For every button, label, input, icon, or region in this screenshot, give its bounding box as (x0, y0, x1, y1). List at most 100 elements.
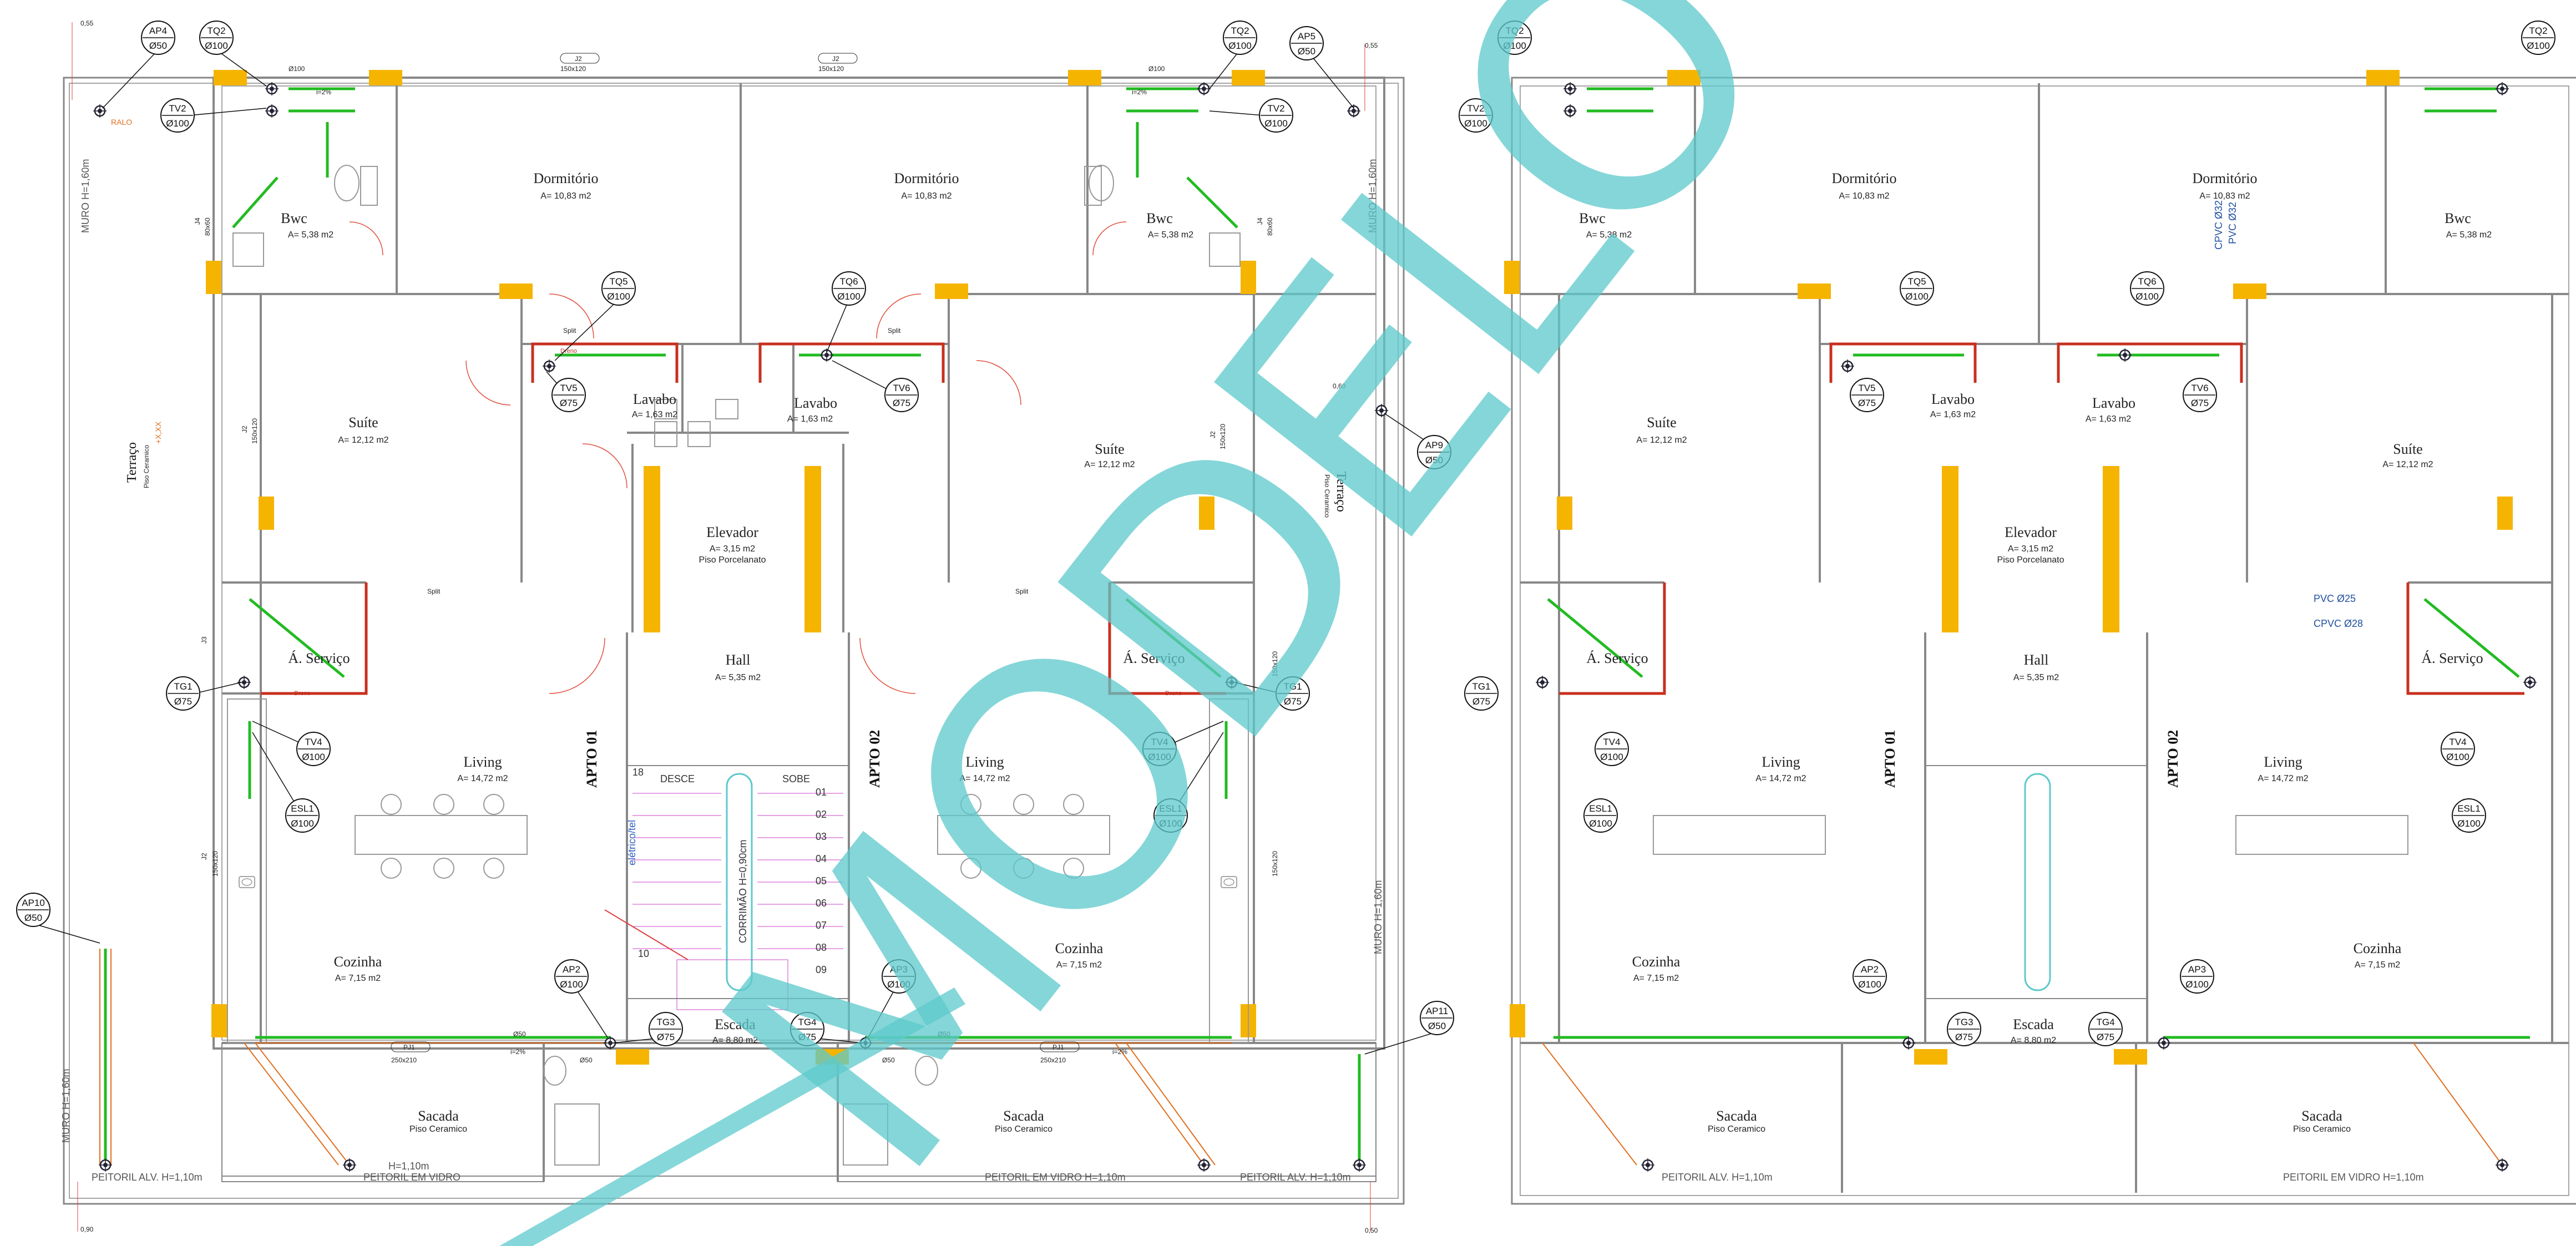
room-name: Á. Serviço (1123, 650, 1185, 666)
pipe-tag-diameter: Ø50 (149, 40, 167, 51)
pipe-tag-label: TV4 (305, 737, 322, 747)
room-area: A= 7,15 m2 (2355, 960, 2400, 970)
room-name: Living (965, 754, 1004, 770)
window-size: 150x120 (1271, 651, 1279, 677)
room-name: Suíte (348, 414, 378, 430)
pipe-tag-diameter: Ø100 (1858, 979, 1881, 990)
room-name: Living (463, 754, 502, 770)
pipe-tag-label: TV4 (1151, 737, 1168, 747)
pipe-tag-label: TV6 (893, 383, 910, 393)
structural-columns (206, 70, 1265, 1065)
pipe-tag-label: TQ2 (1231, 26, 1249, 36)
dim-050: 0,50 (1365, 1227, 1378, 1234)
room-name: Sacada (1003, 1108, 1044, 1124)
room-name: Dormitório (1832, 170, 1897, 186)
pipe-tag-diameter: Ø100 (2457, 818, 2481, 829)
pipe-tag-label: TG1 (174, 681, 192, 692)
room-floor: Piso Ceramico (1708, 1125, 1765, 1134)
door-size: 250x210 (391, 1056, 417, 1064)
stair-desce: DESCE (660, 773, 695, 784)
pipe-tag-label: TV4 (1603, 737, 1620, 747)
room-area: A= 5,35 m2 (715, 673, 761, 682)
room-name: Lavabo (633, 391, 676, 407)
room-floor: Piso Porcelanato (1997, 555, 2064, 565)
room-area: A= 3,15 m2 (2008, 544, 2053, 554)
pipe-d100: Ø100 (289, 65, 305, 73)
room-name: Dormitório (894, 170, 959, 186)
peitoril-vidro: PEITORIL EM VIDRO H=1,10m (985, 1172, 1126, 1183)
room-name: Lavabo (1931, 391, 1975, 407)
room-area: A= 1,63 m2 (632, 410, 677, 419)
dreno-label: Dreno (294, 690, 311, 697)
pipe-tag-label: TV2 (1267, 103, 1284, 114)
window-j2: J2 (1209, 431, 1217, 438)
room-name: Escada (715, 1016, 756, 1032)
terraco-level: +X,XX (154, 421, 163, 444)
peitoril-alv: PEITORIL ALV. H=1,10m (1662, 1172, 1773, 1183)
pipe-tag-diameter: Ø100 (607, 291, 630, 302)
dim-090: 0,90 (80, 1225, 94, 1233)
pipe-d50: Ø50 (938, 1030, 950, 1038)
room-area: A= 3,15 m2 (710, 544, 755, 554)
pipe-d50: Ø50 (882, 1056, 895, 1064)
pipe-tag-diameter: Ø100 (1600, 752, 1623, 762)
room-name: Á. Serviço (288, 650, 350, 666)
room-name: Lavabo (2092, 395, 2135, 411)
dim-055: 0,55 (80, 19, 94, 27)
pipe-tag-label: TQ5 (1907, 276, 1926, 287)
dim-055: 0,55 (1365, 42, 1378, 49)
stair-sobe: SOBE (782, 773, 810, 784)
dreno-label: Dreno (560, 348, 577, 354)
pipe-tag-label: TG3 (1955, 1017, 1973, 1027)
room-name: Hall (2024, 652, 2049, 668)
pipe-tag-diameter: Ø100 (1464, 118, 1487, 129)
terraco-left: Terraço Piso Ceramico +X,XX (125, 421, 163, 488)
room-area: A= 8,80 m2 (2011, 1036, 2056, 1045)
room-floor: Piso Porcelanato (699, 555, 766, 565)
pvc-label: PVC Ø25 (2314, 593, 2356, 604)
stair-18: 18 (632, 767, 644, 778)
dim-060: 0,60 (1333, 382, 1346, 390)
pipe-tag-diameter: Ø100 (1148, 752, 1171, 762)
pipe-tag-diameter: Ø75 (174, 696, 192, 707)
pipe-tag-label: AP3 (2188, 964, 2206, 975)
room-floor: Piso Ceramico (2293, 1125, 2351, 1134)
peitoril-alv: PEITORIL ALV. H=1,10m (1240, 1172, 1351, 1183)
peitoril-vidro: PEITORIL EM VIDRO (363, 1172, 460, 1183)
pipe-tag-label: AP3 (890, 964, 908, 975)
room-name: Bwc (1579, 210, 1606, 226)
room-floor: Piso Ceramico (409, 1125, 467, 1134)
window-size: 150x120 (1271, 851, 1279, 877)
room-area: A= 14,72 m2 (457, 774, 508, 783)
pipe-tag-diameter: Ø75 (2097, 1032, 2114, 1042)
room-area: A= 5,38 m2 (1148, 230, 1193, 240)
room-name: Sacada (418, 1108, 459, 1124)
window-size: 150x120 (211, 851, 219, 877)
stair-07: 07 (816, 920, 827, 931)
window-j2: J2 (200, 853, 208, 860)
peitoril-h: H=1,10m (388, 1161, 429, 1172)
apto-02-label: APTO 02 (867, 730, 883, 788)
stair-08: 08 (816, 942, 827, 953)
pipe-tag-label: TV4 (2449, 737, 2466, 747)
stair-04: 04 (816, 853, 827, 864)
pipe-tag-diameter: Ø75 (2191, 398, 2209, 408)
room-area: A= 8,80 m2 (712, 1036, 758, 1045)
slope-label: i=2% (1132, 88, 1147, 96)
plan-2: Dormitório A= 10,83 m2 Dormitório A= 10,… (1459, 21, 2576, 1205)
apto-01-label: APTO 01 (584, 730, 600, 788)
